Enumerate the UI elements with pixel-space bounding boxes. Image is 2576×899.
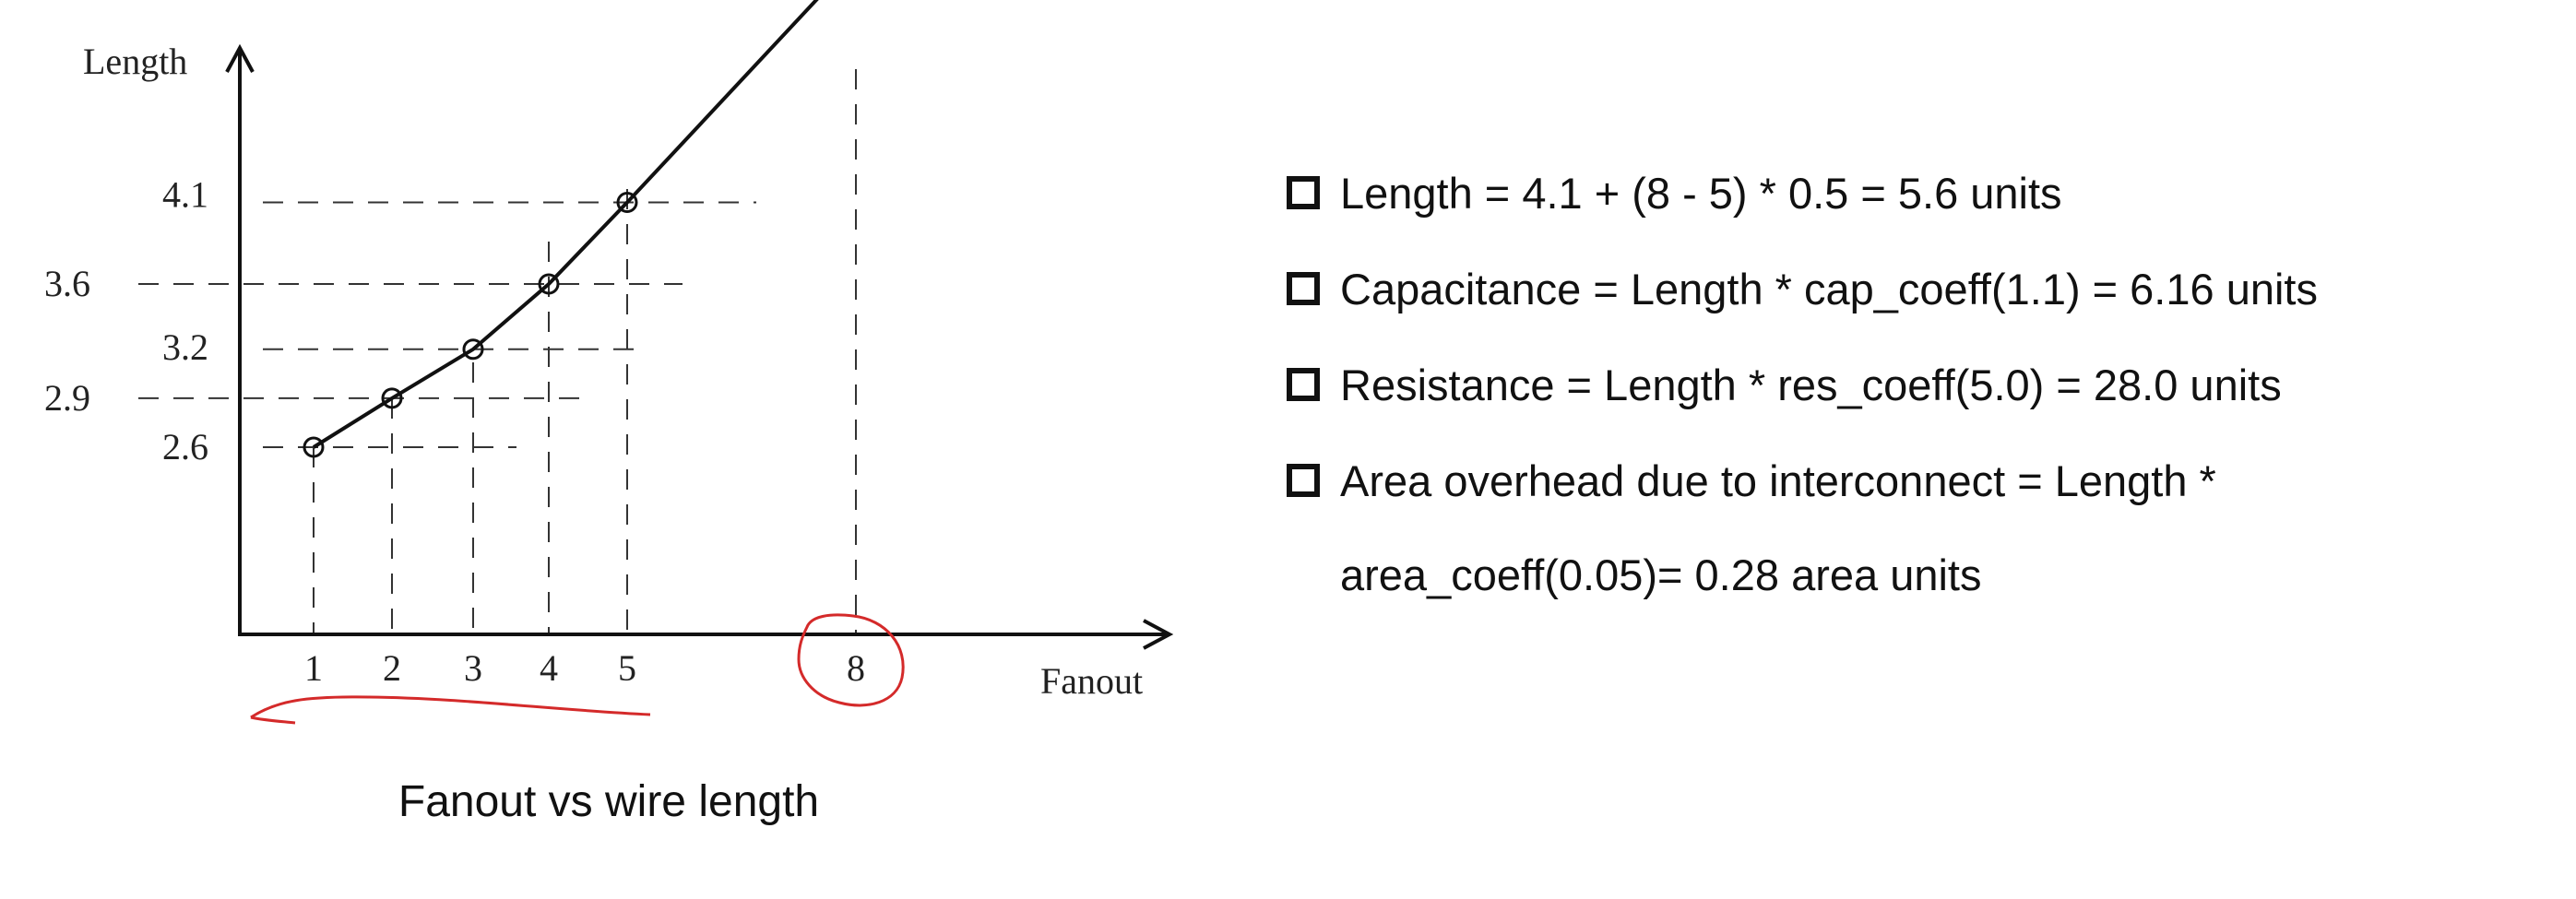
- formula-list: Length = 4.1 + (8 - 5) * 0.5 = 5.6 units…: [1287, 166, 2318, 644]
- bullet-text-area-line2: area_coeff(0.05)= 0.28 area units: [1340, 550, 1982, 599]
- data-point-marker: [538, 273, 560, 295]
- bullet-item: Capacitance = Length * cap_coeff(1.1) = …: [1287, 262, 2318, 317]
- x-axis-arrow: [1143, 619, 1174, 650]
- y-tick-label: 3.6: [44, 263, 90, 304]
- x-tick-label: 8: [847, 647, 865, 689]
- bullet-text-area-line1: Area overhead due to interconnect = Leng…: [1340, 456, 2216, 505]
- bullet-text-area: Area overhead due to interconnect = Leng…: [1340, 454, 2318, 603]
- x-tick-label: 3: [464, 647, 482, 689]
- red-annotations: [250, 613, 905, 725]
- data-point-marker: [462, 338, 484, 361]
- bullet-item: Length = 4.1 + (8 - 5) * 0.5 = 5.6 units: [1287, 166, 2318, 221]
- bullet-item: Resistance = Length * res_coeff(5.0) = 2…: [1287, 358, 2318, 413]
- x-tick-label: 4: [540, 647, 558, 689]
- red-underline-annotation: [250, 695, 651, 719]
- x-tick-label: 2: [383, 647, 401, 689]
- bullet-text-resistance: Resistance = Length * res_coeff(5.0) = 2…: [1340, 361, 2282, 409]
- y-tick-label: 2.9: [44, 377, 90, 419]
- guide-lines: [138, 69, 857, 634]
- square-bullet-icon: [1287, 176, 1320, 209]
- series-layer: [303, 0, 819, 458]
- red-circle-annotation: [797, 613, 905, 707]
- red-underline-hook: [250, 716, 296, 725]
- y-axis-arrow: [225, 43, 255, 73]
- x-tick-label: 5: [618, 647, 636, 689]
- square-bullet-icon: [1287, 464, 1320, 497]
- y-tick-label: 3.2: [162, 326, 208, 368]
- chart-title: Fanout vs wire length: [398, 777, 819, 826]
- data-point-marker: [303, 436, 325, 458]
- bullet-item: Area overhead due to interconnect = Leng…: [1287, 454, 2318, 603]
- y-axis-label: Length: [83, 41, 187, 82]
- bullet-text-capacitance: Capacitance = Length * cap_coeff(1.1) = …: [1340, 265, 2318, 313]
- square-bullet-icon: [1287, 368, 1320, 401]
- x-axis-label: Fanout: [1040, 660, 1143, 702]
- chart-axes: [225, 43, 1174, 650]
- data-point-marker: [616, 192, 638, 213]
- x-tick-label: 1: [304, 647, 323, 689]
- data-point-marker: [381, 387, 403, 409]
- bullet-text-length: Length = 4.1 + (8 - 5) * 0.5 = 5.6 units: [1340, 169, 2062, 218]
- y-tick-label: 4.1: [162, 174, 208, 216]
- y-tick-label: 2.6: [162, 426, 208, 467]
- square-bullet-icon: [1287, 272, 1320, 305]
- series-line: [312, 0, 819, 449]
